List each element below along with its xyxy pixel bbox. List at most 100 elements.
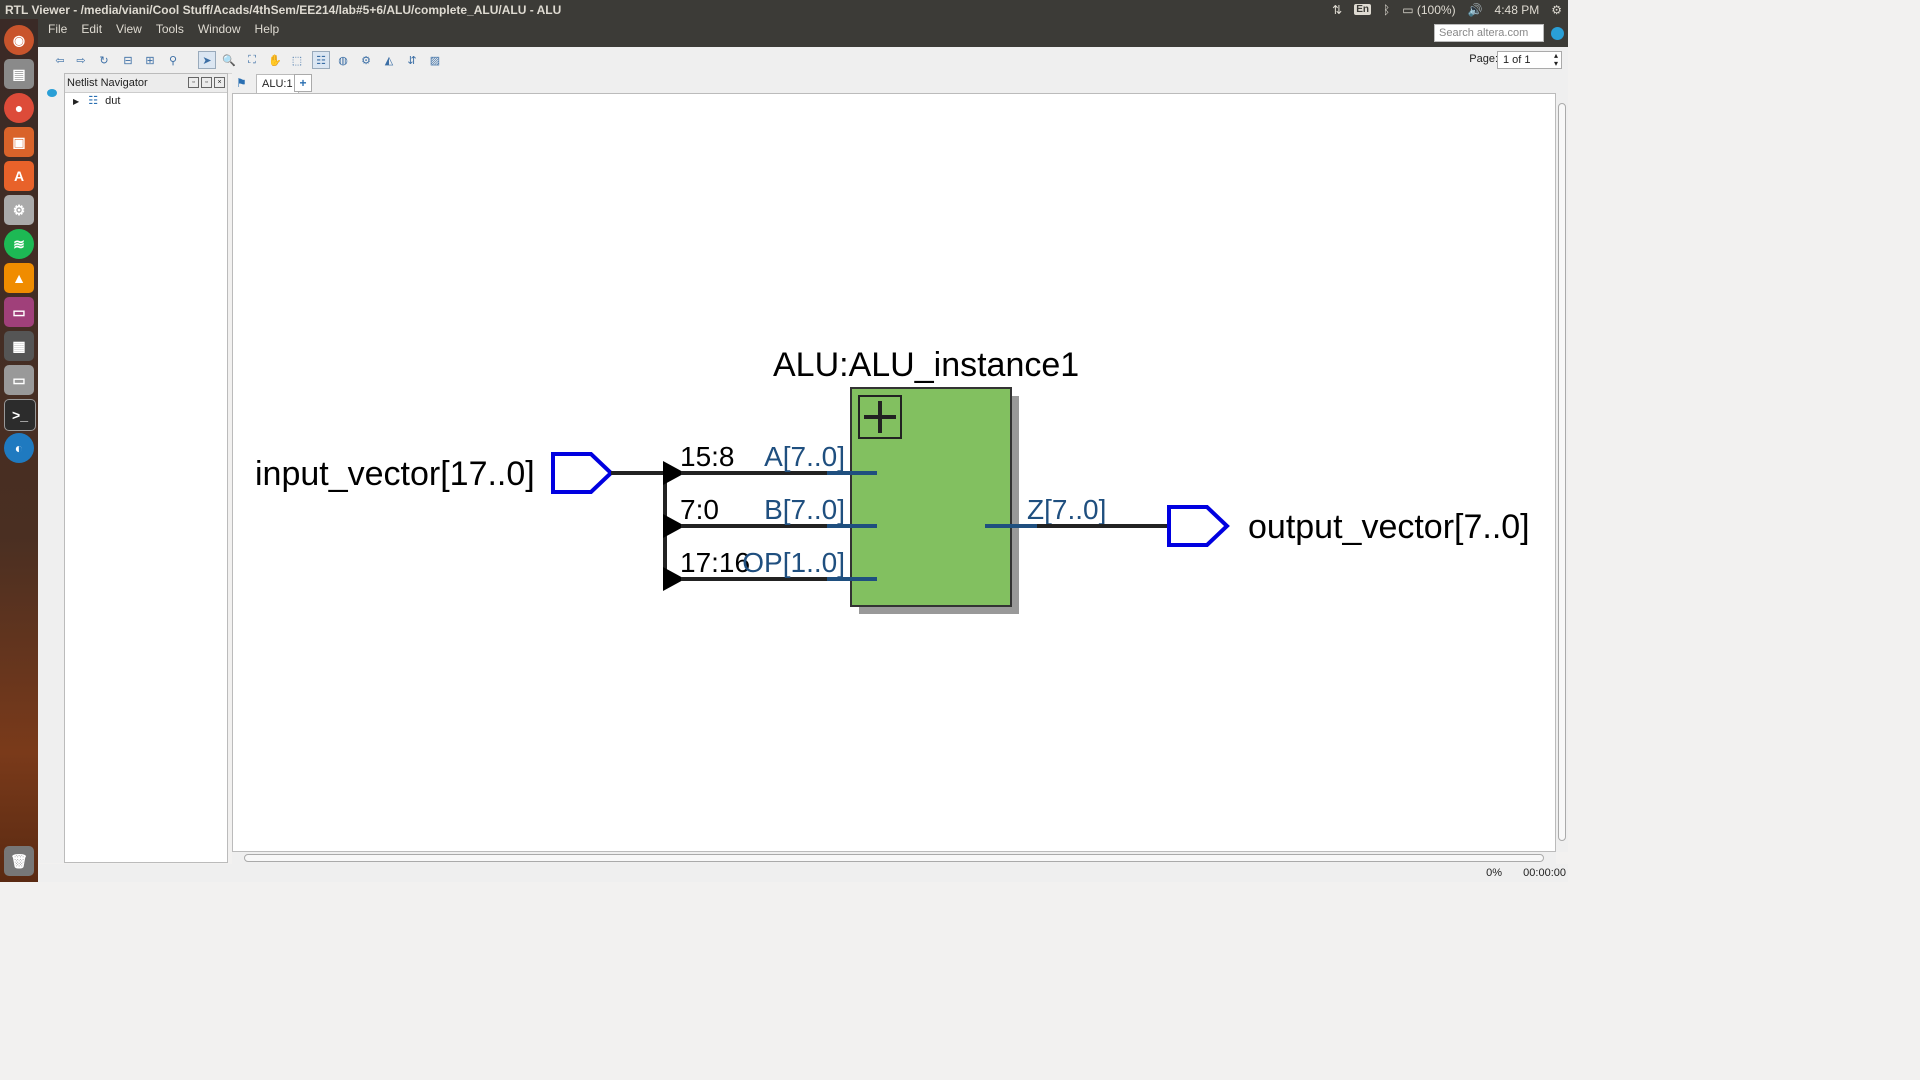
network-icon[interactable]: ⇅ [1332,2,1343,17]
system-indicators: ⇅ En ᛒ ▭ (100%) 🔊 4:48 PM ⚙ [1332,0,1568,19]
terminal-icon[interactable]: >_ [4,399,36,431]
chart-icon[interactable]: ◭ [384,54,394,67]
chrome-icon[interactable]: ● [4,93,34,123]
find-icon[interactable]: ⚲ [168,54,178,67]
slice-label-b: 7:0 [680,494,719,525]
go-down-icon[interactable]: ⊞ [145,54,155,67]
menu-tools[interactable]: Tools [155,22,184,36]
pin-a-label: A[7..0] [764,441,845,472]
navigator-header: Netlist Navigator ▫ ▫ × [65,74,227,93]
archive-icon[interactable]: ▣ [4,127,34,157]
rtl-viewer-icon: ⚑ [236,76,247,90]
refresh-icon[interactable]: ↻ [99,54,109,67]
spin-arrows-icon: ▴▾ [1553,51,1558,68]
globe-icon[interactable] [1551,27,1564,40]
hand-pan-icon[interactable]: ✋ [268,54,282,67]
pin-z-label: Z[7..0] [1027,494,1106,525]
add-tab-button[interactable]: + [294,74,312,92]
alu-block[interactable] [850,387,1012,607]
navigator-buttons: ▫ ▫ × [188,77,225,88]
pin-b-label: B[7..0] [764,494,845,525]
select-pointer-icon[interactable]: ➤ [198,51,216,69]
keyboard-indicator[interactable]: En [1354,4,1371,15]
toolbar: ⇦ ⇨ ↻ ⊟ ⊞ ⚲ ➤ 🔍 ⛶ ✋ ⬚ ☷ ◍ ⚙ ◭ ⇵ ▨ Page: … [38,47,1568,74]
slice-label-op: 17:16 [680,547,750,578]
horizontal-scroll-thumb[interactable] [244,854,1544,862]
image-export-icon[interactable]: ▨ [429,54,441,67]
expand-arrow-icon[interactable]: ▶ [73,97,80,106]
vlc-icon[interactable]: ▲ [4,263,34,293]
settings-gear-icon[interactable]: ⚙ [1551,2,1562,17]
spotify-icon[interactable]: ≋ [4,229,34,259]
menu-window[interactable]: Window [197,22,241,36]
app-window-icon[interactable]: ▭ [4,297,34,327]
split-arrow-b [663,514,685,538]
back-icon[interactable]: ⇦ [55,54,65,67]
trash-icon[interactable]: 🗑 [4,846,34,876]
launcher: ◉ ▤ ● ▣ A ⚙ ≋ ▲ ▭ ▦ ▭ >_ ◐ 🗑 [0,19,38,882]
netlist-navigator: Netlist Navigator ▫ ▫ × ▶ ☷ dut [64,73,228,863]
quartus-icon[interactable]: ◐ [4,433,34,463]
search-input[interactable]: Search altera.com [1434,24,1544,42]
tab-bar: ⚑ ALU:1 + [232,73,1568,93]
vertical-scroll-thumb[interactable] [1558,103,1566,841]
menu-view[interactable]: View [116,22,142,36]
schematic-canvas[interactable]: input_vector[17..0] 15:8 7:0 17:16 ALU:A… [232,93,1556,852]
split-arrow-a [663,461,685,485]
window-title: RTL Viewer - /media/viani/Cool Stuff/Aca… [5,2,562,17]
instance-label: ALU:ALU_instance1 [773,346,1079,384]
area-select-icon[interactable]: ⬚ [291,54,303,67]
bluetooth-icon[interactable]: ᛒ [1383,2,1391,17]
top-panel: RTL Viewer - /media/viani/Cool Stuff/Aca… [0,0,1568,19]
workspace-switcher-icon[interactable]: ▦ [4,331,34,361]
pin-op-label: OP[1..0] [742,547,845,578]
menubar: File Edit View Tools Window Help Search … [38,19,1568,47]
tab-alu[interactable]: ALU:1 [256,74,299,93]
input-port-label: input_vector[17..0] [255,455,535,493]
float-icon[interactable]: ▫ [201,77,212,88]
settings-icon[interactable]: ⚙ [361,54,371,67]
horizontal-scrollbar[interactable] [232,852,1556,864]
pin-icon[interactable]: ▫ [188,77,199,88]
fit-window-icon[interactable]: ⛶ [248,53,256,66]
tree-item-label: dut [105,95,121,107]
vertical-scrollbar[interactable] [1556,93,1568,852]
menu-edit[interactable]: Edit [81,22,103,36]
dash-icon[interactable]: ◉ [4,25,34,55]
battery-icon: ▭ [1402,2,1414,17]
page-label: Page: [1469,53,1498,65]
status-bar: 0% 00:00:00 [38,864,1568,882]
hierarchy-tree-icon: ☷ [88,95,99,107]
elapsed-time: 00:00:00 [1523,867,1566,879]
output-port-label: output_vector[7..0] [1248,508,1530,546]
zoom-icon[interactable]: 🔍 [222,54,236,67]
schematic-svg: input_vector[17..0] 15:8 7:0 17:16 ALU:A… [255,346,1530,614]
progress-text: 0% [1486,867,1502,879]
slice-label-a: 15:8 [680,441,735,472]
page-select[interactable]: 1 of 1▴▾ [1497,51,1562,69]
output-port-symbol[interactable] [1167,505,1230,547]
close-icon[interactable]: × [214,77,225,88]
menu-file[interactable]: File [48,22,68,36]
files-icon[interactable]: ▤ [4,59,34,89]
battery-indicator[interactable]: ▭ (100%) [1402,3,1455,17]
input-port-symbol[interactable] [551,452,614,494]
side-gutter [38,73,64,863]
software-center-icon[interactable]: A [4,161,34,191]
expand-plus-icon[interactable] [858,395,902,439]
volume-icon[interactable]: 🔊 [1467,2,1483,17]
system-settings-icon[interactable]: ⚙ [4,195,34,225]
export-icon[interactable]: ⇵ [407,54,417,67]
hierarchy-icon[interactable]: ☷ [312,51,330,69]
menu-help[interactable]: Help [254,22,280,36]
menu-list: File Edit View Tools Window Help [48,22,279,36]
color-palette-icon[interactable]: ◍ [338,54,348,67]
clock[interactable]: 4:48 PM [1494,2,1540,17]
message-bubble-icon[interactable] [47,89,57,97]
navigator-title: Netlist Navigator [67,77,148,89]
forward-icon[interactable]: ⇨ [76,54,86,67]
tree-item-dut[interactable]: ▶ ☷ dut [65,93,227,109]
battery-label: (100%) [1416,2,1456,17]
go-up-icon[interactable]: ⊟ [123,54,133,67]
drive-icon[interactable]: ▭ [4,365,34,395]
